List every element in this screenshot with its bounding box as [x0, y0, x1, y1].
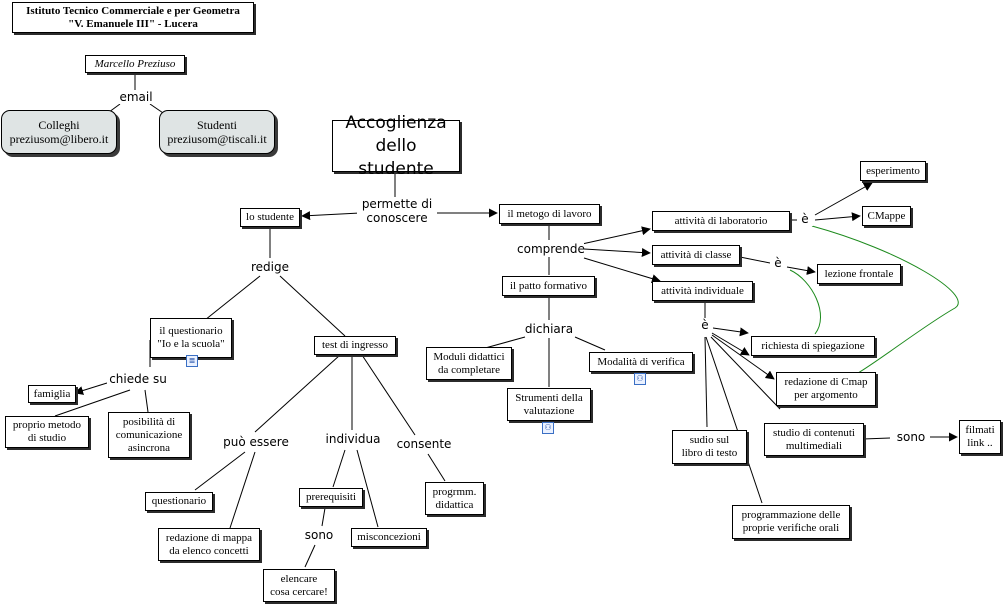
- sudio-libro-node[interactable]: sudio sul libro di testo: [672, 430, 747, 464]
- school-line2: "V. Emanuele III" - Lucera: [68, 17, 198, 30]
- document-icon[interactable]: ≣: [186, 355, 198, 367]
- elencare-node[interactable]: elencare cosa cercare!: [263, 569, 335, 602]
- lo-studente-node[interactable]: lo studente: [240, 208, 300, 227]
- filmati-link-node[interactable]: filmati link ..: [959, 420, 1001, 454]
- proprio-metodo-node[interactable]: proprio metodo di studio: [5, 416, 89, 448]
- modalita-verifica-node[interactable]: Modalità di verifica: [589, 352, 693, 372]
- metodo-lavoro-node[interactable]: il metogo di lavoro: [499, 204, 600, 224]
- prerequisiti-node[interactable]: prerequisiti: [299, 488, 363, 507]
- test-ingresso-node[interactable]: test di ingresso: [314, 336, 396, 355]
- patto-formativo-node[interactable]: il patto formativo: [502, 276, 595, 296]
- strumenti-valutazione-node[interactable]: Strumenti della valutazione: [507, 388, 591, 421]
- esperimento-node[interactable]: esperimento: [860, 161, 926, 181]
- questionario-node[interactable]: questionario: [145, 492, 213, 511]
- link-individua: individua: [322, 432, 384, 446]
- questionario-scuola-node[interactable]: il questionario "Io e la scuola": [150, 318, 232, 358]
- posibilita-comunicazione-node[interactable]: posibilità di comunicazione asincrona: [108, 412, 190, 458]
- lezione-frontale-node[interactable]: lezione frontale: [817, 264, 901, 284]
- link-permette-di-conoscere: permette di conoscere: [357, 197, 437, 225]
- famiglia-node[interactable]: famiglia: [28, 385, 76, 403]
- attivita-laboratorio-node[interactable]: attività di laboratorio: [652, 211, 790, 231]
- link-puo-essere: può essere: [219, 435, 293, 449]
- link-chiede-su: chiede su: [107, 372, 169, 386]
- title-node[interactable]: Accoglienza dello studente: [332, 113, 460, 179]
- attivita-classe-node[interactable]: attività di classe: [652, 245, 740, 265]
- school-line1: Istituto Tecnico Commerciale e per Geome…: [26, 4, 240, 17]
- colleghi-node[interactable]: Colleghi preziusom@libero.it: [1, 110, 117, 154]
- redazione-cmap-node[interactable]: redazione di Cmap per argomento: [776, 372, 876, 406]
- misconcezioni-node[interactable]: misconcezioni: [351, 528, 427, 547]
- author-name-node[interactable]: Marcello Preziuso: [85, 55, 185, 73]
- link-e-2: è: [770, 256, 786, 270]
- link-sono-2: sono: [892, 430, 930, 444]
- studio-contenuti-node[interactable]: studio di contenuti multimediali: [764, 423, 864, 456]
- link-e-3: è: [697, 318, 713, 332]
- link-dichiara: dichiara: [522, 322, 576, 336]
- link-e-1: è: [797, 212, 813, 226]
- programmazione-verifiche-node[interactable]: programmazione delle proprie verifiche o…: [732, 505, 850, 539]
- programm-didattica-node[interactable]: progrmm. didattica: [425, 482, 484, 515]
- concept-map-icon[interactable]: ⚇: [542, 422, 554, 434]
- school-header: Istituto Tecnico Commerciale e per Geome…: [12, 2, 254, 33]
- redazione-mappa-node[interactable]: redazione di mappa da elenco concetti: [158, 528, 260, 561]
- questionario-scuola-label: il questionario "Io e la scuola": [157, 325, 225, 350]
- cmappe-node[interactable]: CMappe: [862, 206, 911, 226]
- richiesta-spiegazione-node[interactable]: richiesta di spiegazione: [751, 336, 875, 356]
- attivita-individuale-node[interactable]: attività individuale: [652, 281, 753, 301]
- link-redige: redige: [247, 260, 293, 274]
- moduli-didattici-node[interactable]: Moduli didattici da completare: [426, 347, 512, 380]
- link-consente: consente: [393, 437, 455, 451]
- concept-map-icon[interactable]: ⚇: [634, 373, 646, 385]
- link-comprende: comprende: [516, 242, 585, 256]
- studenti-node[interactable]: Studenti preziusom@tiscali.it: [159, 110, 275, 154]
- link-sono-1: sono: [300, 528, 338, 542]
- link-email: email: [118, 90, 154, 104]
